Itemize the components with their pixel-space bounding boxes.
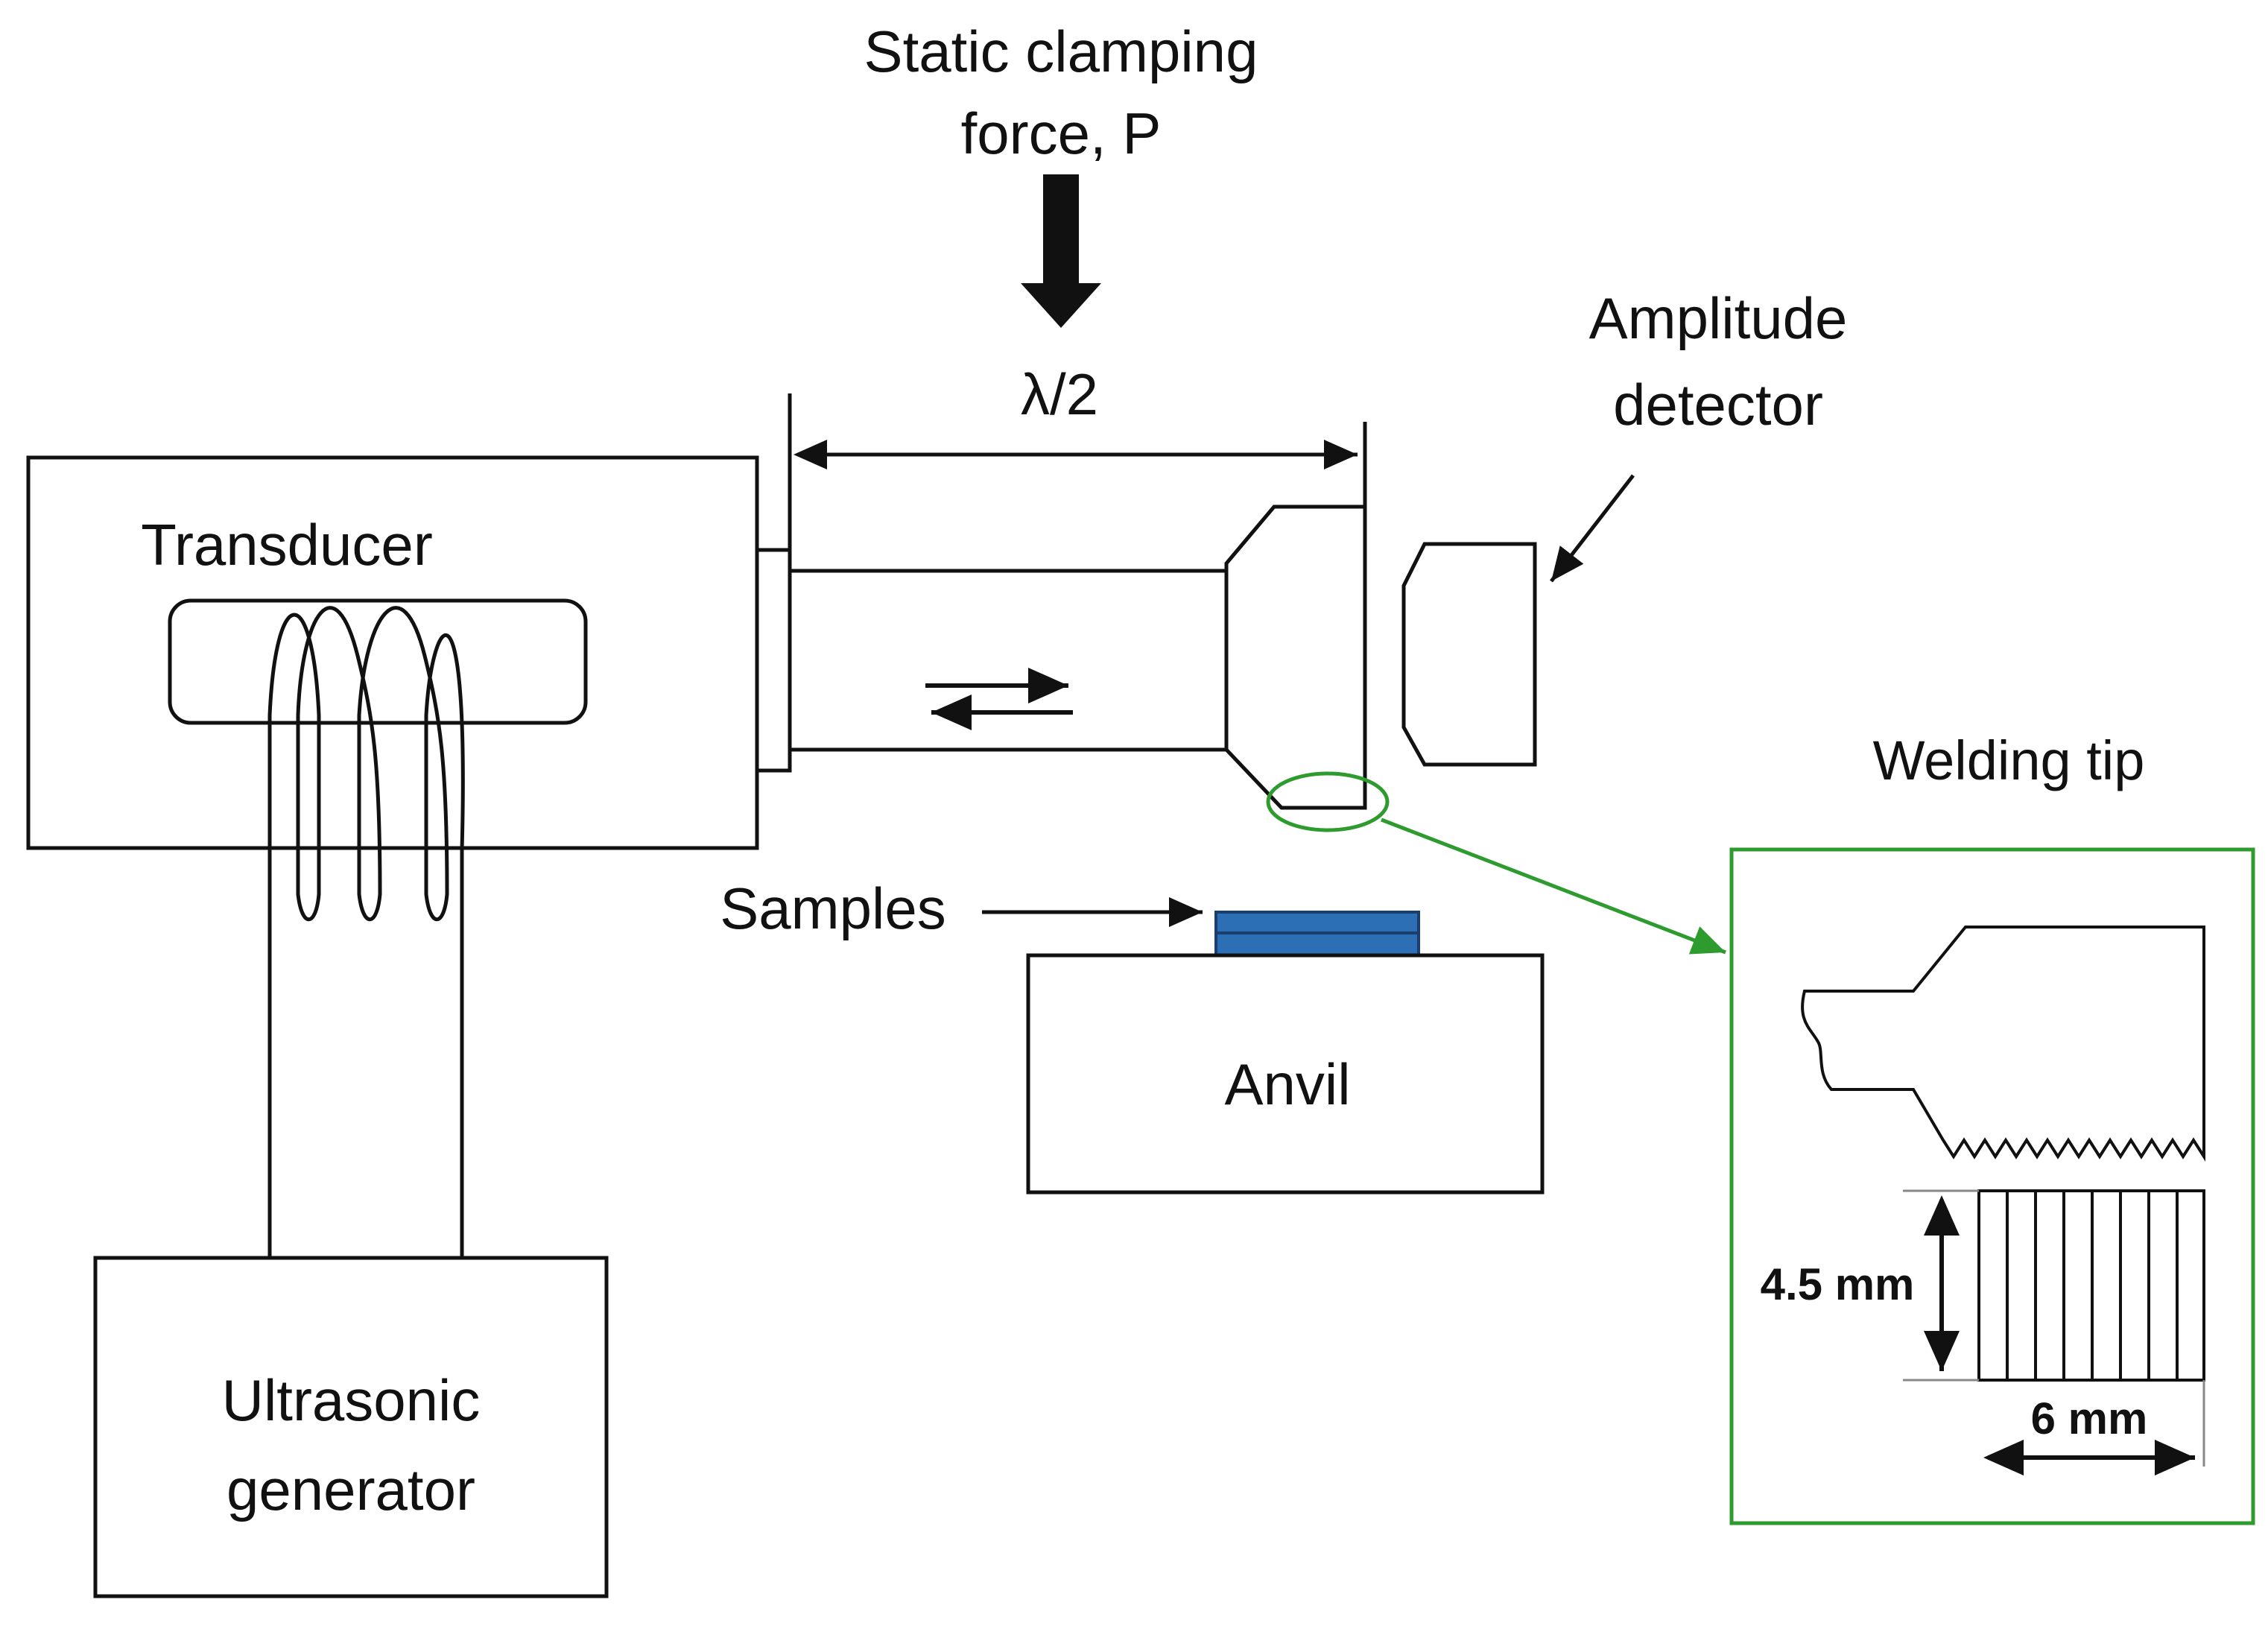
tip-highlight-ellipse: [1266, 771, 1390, 832]
width-dimension: 6 mm: [1983, 1380, 2205, 1475]
oscillation-arrows: [925, 668, 1073, 730]
sample-plate-bottom: [1214, 931, 1420, 957]
anvil-label: Anvil: [1224, 1051, 1350, 1117]
amplitude-detector: Amplitude detector: [1401, 285, 1848, 767]
amplitude-pointer-arrow: [1550, 474, 1635, 583]
dim-width-label: 6 mm: [2031, 1394, 2148, 1443]
half-wavelength-dimension: λ/2: [788, 361, 1367, 550]
tip-detail-arrow: [1381, 817, 1726, 955]
horn-body: [788, 569, 1229, 752]
samples-label: Samples: [720, 876, 945, 941]
transducer-label: Transducer: [141, 512, 433, 578]
force-arrow: [1021, 174, 1101, 328]
generator-label-line1: Ultrasonic: [222, 1367, 481, 1433]
amplitude-label-line1: Amplitude: [1589, 285, 1848, 351]
anvil: Anvil: [1026, 953, 1545, 1195]
sample-plate-top: [1214, 911, 1420, 934]
tip-profile: [1801, 926, 2205, 1162]
tip-face: [1977, 1189, 2205, 1382]
welding-tip-detail: Welding tip 4.5 mm 6 mm: [1729, 730, 2255, 1525]
transducer-block: Transducer: [26, 455, 759, 850]
samples: Samples: [720, 876, 1420, 957]
amplitude-detector-body: [1401, 542, 1537, 767]
coil: [267, 606, 465, 1267]
transducer-core: [168, 598, 588, 725]
generator-label-line2: generator: [227, 1457, 475, 1522]
force-label-line2: force, P: [961, 101, 1162, 166]
amplitude-label-line2: detector: [1613, 372, 1823, 437]
ultrasonic-generator-block: Ultrasonic generator: [93, 1256, 609, 1598]
tip-highlight: [1266, 771, 1726, 955]
clamping-force: Static clamping force, P: [864, 19, 1258, 328]
horn: [755, 504, 1367, 810]
height-dimension: 4.5 mm: [1761, 1189, 1979, 1382]
welding-tip-label: Welding tip: [1873, 730, 2145, 791]
force-label-line1: Static clamping: [864, 19, 1258, 84]
horn-head: [1224, 504, 1367, 810]
wavelength-label: λ/2: [1021, 361, 1098, 427]
horn-flange: [755, 548, 792, 773]
dim-height-label: 4.5 mm: [1761, 1259, 1915, 1309]
